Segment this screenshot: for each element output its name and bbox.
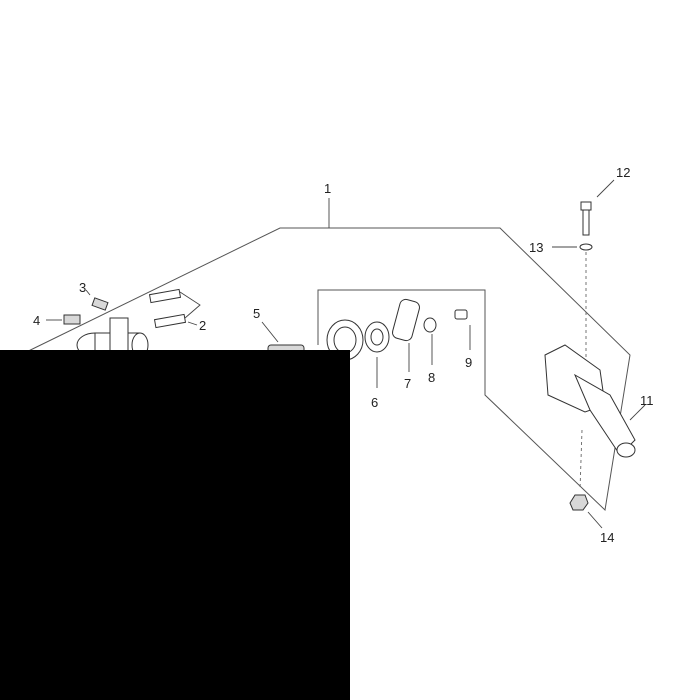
washer-part-13 xyxy=(552,243,593,251)
callout-4: 4 xyxy=(33,313,40,328)
callout-3: 3 xyxy=(79,280,86,295)
pin-part-2 xyxy=(148,288,201,329)
callout-2: 2 xyxy=(199,318,206,333)
callout-8: 8 xyxy=(428,370,435,385)
assembly-outline xyxy=(9,227,631,512)
bolt-part-12 xyxy=(580,179,615,236)
washer-part-8 xyxy=(423,317,437,365)
callout-5: 5 xyxy=(253,306,260,321)
screw-part-4 xyxy=(46,314,81,325)
redaction-block xyxy=(0,350,350,700)
ring-part-6 xyxy=(364,321,390,388)
callout-14: 14 xyxy=(600,530,614,545)
callout-9: 9 xyxy=(465,355,472,370)
subassembly-box xyxy=(317,289,486,380)
callout-12: 12 xyxy=(616,165,630,180)
alignment-axis-lower xyxy=(579,429,583,491)
nut-part-14 xyxy=(569,494,603,529)
callout-11: 11 xyxy=(640,393,654,408)
callout-1: 1 xyxy=(324,181,331,196)
shaft-part-11 xyxy=(544,344,646,458)
screw-part-3 xyxy=(85,289,109,311)
callout-6: 6 xyxy=(371,395,378,410)
screw-part-9 xyxy=(454,309,471,350)
callout-13: 13 xyxy=(529,240,543,255)
clip-part-7 xyxy=(392,298,420,372)
callout-7: 7 xyxy=(404,376,411,391)
